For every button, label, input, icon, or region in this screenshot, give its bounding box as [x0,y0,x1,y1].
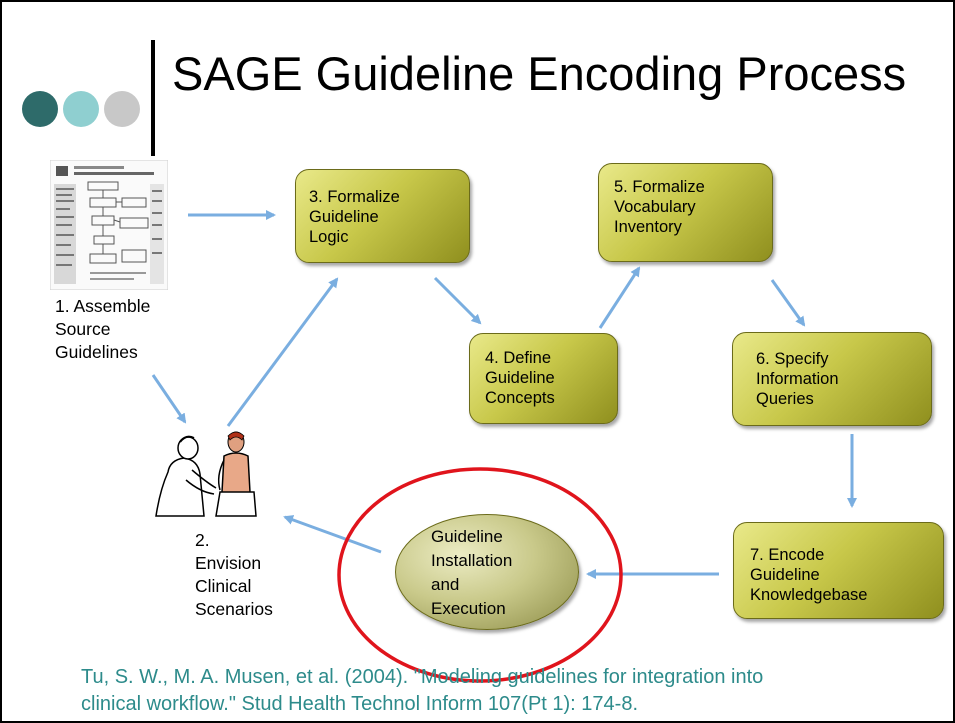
highlight-circle [337,467,623,683]
arrow-final-to-2 [283,515,382,554]
citation-line-2: clinical workflow." Stud Health Technol … [81,693,639,715]
arrow-4-to-5 [598,266,641,329]
guideline-document-icon [49,159,169,291]
arrow-1-to-2 [151,374,187,424]
clinician-patient-icon [150,430,262,518]
citation: Tu, S. W., M. A. Musen, et al. (2004). "… [81,664,901,718]
arrow-2-to-3 [226,277,339,427]
title-dot-gray [104,91,140,127]
citation-line-1: Tu, S. W., M. A. Musen, et al. (2004). "… [81,666,764,688]
title-divider [151,40,155,156]
title-dot-teal [63,91,99,127]
slide-title: SAGE Guideline Encoding Process [172,47,907,100]
title-dot-dark [22,91,58,127]
arrow-3-to-4 [433,276,482,325]
arrow-5-to-6 [770,279,806,327]
